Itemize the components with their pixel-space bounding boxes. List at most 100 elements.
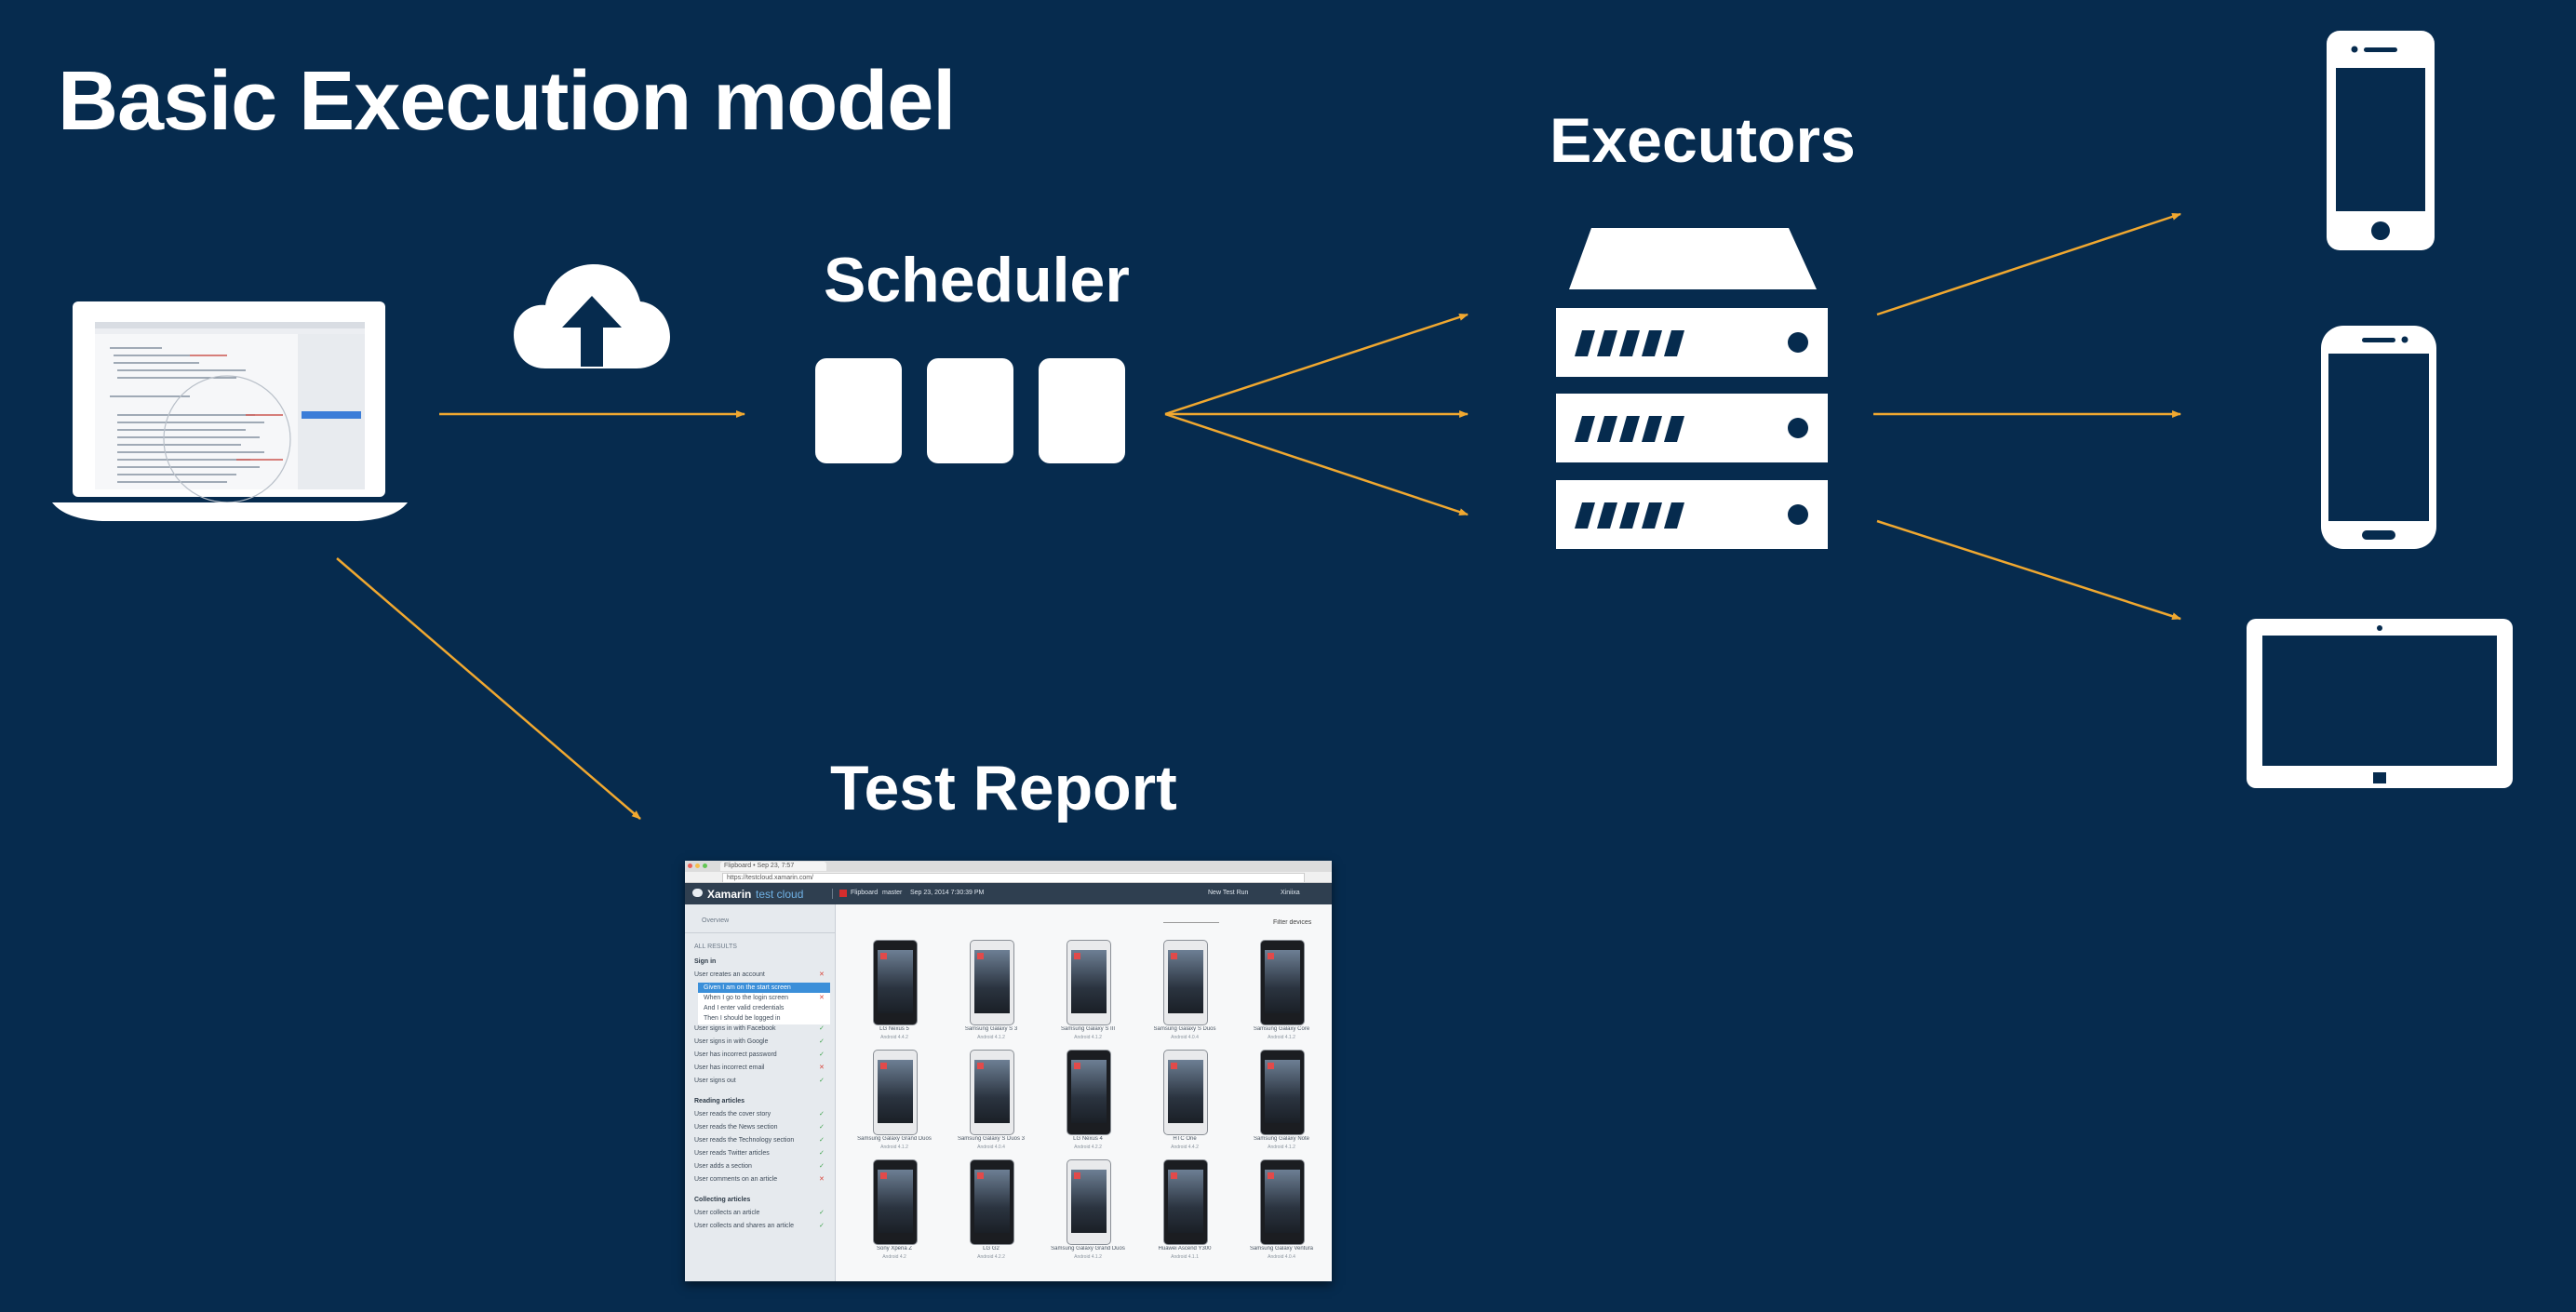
sidebar-scenario[interactable]: User collects an article (694, 1210, 760, 1216)
maximize-dot-icon[interactable] (703, 864, 707, 868)
pass-check-icon: ✓ (819, 1038, 825, 1045)
device-screen (1071, 1170, 1107, 1233)
device-name: Samsung Galaxy Grand Duos (1051, 1246, 1125, 1252)
sidebar-scenario[interactable]: User collects and shares an article (694, 1223, 794, 1229)
app-logo-icon (1268, 1172, 1274, 1179)
arrow-executor-to-iphone (1876, 212, 2181, 316)
sidebar-step[interactable]: And I enter valid credentials (698, 1003, 830, 1014)
sidebar-section-header: Sign in (694, 958, 717, 965)
device-screen (878, 950, 913, 1013)
user-menu[interactable]: Xiniixa (1281, 890, 1300, 896)
device-screen (1168, 1060, 1203, 1123)
all-results-filter[interactable]: ALL RESULTS (694, 944, 737, 950)
server-rack-icon (1556, 228, 1828, 549)
device-screen (878, 1170, 913, 1233)
new-test-run-button[interactable]: New Test Run (1208, 890, 1249, 896)
scheduler-label: Scheduler (824, 245, 1130, 315)
device-screen (974, 950, 1010, 1013)
device-screen (1265, 1060, 1300, 1123)
crumb-app[interactable]: Flipboard (851, 890, 879, 896)
sidebar-scenario[interactable]: User reads the cover story (694, 1111, 771, 1118)
sidebar-step[interactable]: Then I should be logged in (698, 1013, 830, 1024)
overview-link[interactable]: Overview (702, 917, 730, 924)
crumb-branch[interactable]: master (882, 890, 903, 896)
flipboard-icon (839, 890, 847, 897)
sidebar-scenario[interactable]: User reads Twitter articles (694, 1150, 770, 1157)
sidebar-scenario[interactable]: User has incorrect password (694, 1051, 777, 1058)
cloud-upload-icon (514, 264, 670, 368)
sidebar-scenario[interactable]: User creates an account (694, 971, 765, 978)
device-phone-icon (970, 1159, 1014, 1245)
device-screen (1071, 1060, 1107, 1123)
sidebar-scenario[interactable]: User comments on an article (694, 1176, 778, 1183)
zoom-slider[interactable] (1163, 922, 1219, 923)
device-os-version: Android 4.0.4 (977, 1145, 1005, 1150)
fail-x-icon: ✕ (819, 1176, 825, 1183)
pass-check-icon: ✓ (819, 1163, 825, 1170)
sidebar-scenario[interactable]: User has incorrect email (694, 1064, 765, 1071)
url-bar[interactable]: https://testcloud.xamarin.com/ (722, 873, 1305, 883)
app-logo-icon (1074, 1063, 1080, 1069)
arrow-executor-to-tablet (1876, 519, 2181, 621)
app-header: Xamarin test cloud Flipboard master Sep … (685, 883, 1332, 904)
device-name: Samsung Galaxy Grand Duos (857, 1136, 932, 1142)
test-report-screenshot: Flipboard • Sep 23, 7:57 https://testclo… (685, 861, 1332, 1281)
slide-title: Basic Execution model (58, 55, 956, 148)
sidebar-scenario[interactable]: User reads the Technology section (694, 1137, 795, 1144)
device-name: LG G2 (983, 1246, 1000, 1252)
app-logo-icon (1074, 953, 1080, 959)
device-phone-icon (970, 940, 1014, 1025)
sidebar-scenario[interactable]: User reads the News section (694, 1124, 778, 1131)
sidebar-scenario[interactable]: User signs out (694, 1078, 736, 1084)
header-divider (832, 889, 833, 899)
device-screen (1265, 950, 1300, 1013)
sidebar-scenario[interactable]: User adds a section (694, 1163, 752, 1170)
minimize-dot-icon[interactable] (695, 864, 700, 868)
browser-tab[interactable]: Flipboard • Sep 23, 7:57 (720, 862, 826, 871)
close-dot-icon[interactable] (688, 864, 692, 868)
sidebar-scenario[interactable]: User signs in with Google (694, 1038, 769, 1045)
filter-devices-button[interactable]: Filter devices (1273, 919, 1312, 926)
sidebar-step[interactable]: When I go to the login screen (698, 993, 830, 1004)
arrow-laptop-to-report (336, 557, 641, 820)
pass-check-icon: ✓ (819, 1223, 825, 1229)
app-logo-icon (977, 1172, 984, 1179)
device-name: LG Nexus 4 (1073, 1136, 1103, 1142)
sidebar-step[interactable]: Given I am on the start screen (698, 983, 830, 994)
app-logo-icon (977, 953, 984, 959)
device-phone-icon (1067, 940, 1111, 1025)
pass-check-icon: ✓ (819, 1150, 825, 1157)
device-os-version: Android 4.4.2 (1171, 1145, 1199, 1150)
device-os-version: Android 4.1.2 (1074, 1035, 1102, 1040)
brand-main: Xamarin (707, 888, 752, 901)
sidebar-section-header: Collecting articles (694, 1197, 751, 1203)
crumb-date[interactable]: Sep 23, 2014 7:30:39 PM (910, 890, 985, 896)
pass-check-icon: ✓ (819, 1078, 825, 1084)
device-name: HTC One (1173, 1136, 1197, 1142)
sidebar-section-header: Reading articles (694, 1098, 745, 1104)
device-screen (878, 1060, 913, 1123)
device-os-version: Android 4.1.2 (1268, 1035, 1295, 1040)
device-screen (1265, 1170, 1300, 1233)
pass-check-icon: ✓ (819, 1051, 825, 1058)
pass-check-icon: ✓ (819, 1025, 825, 1032)
device-screen (1168, 950, 1203, 1013)
sidebar-scenario[interactable]: User signs in with Facebook (694, 1025, 776, 1032)
